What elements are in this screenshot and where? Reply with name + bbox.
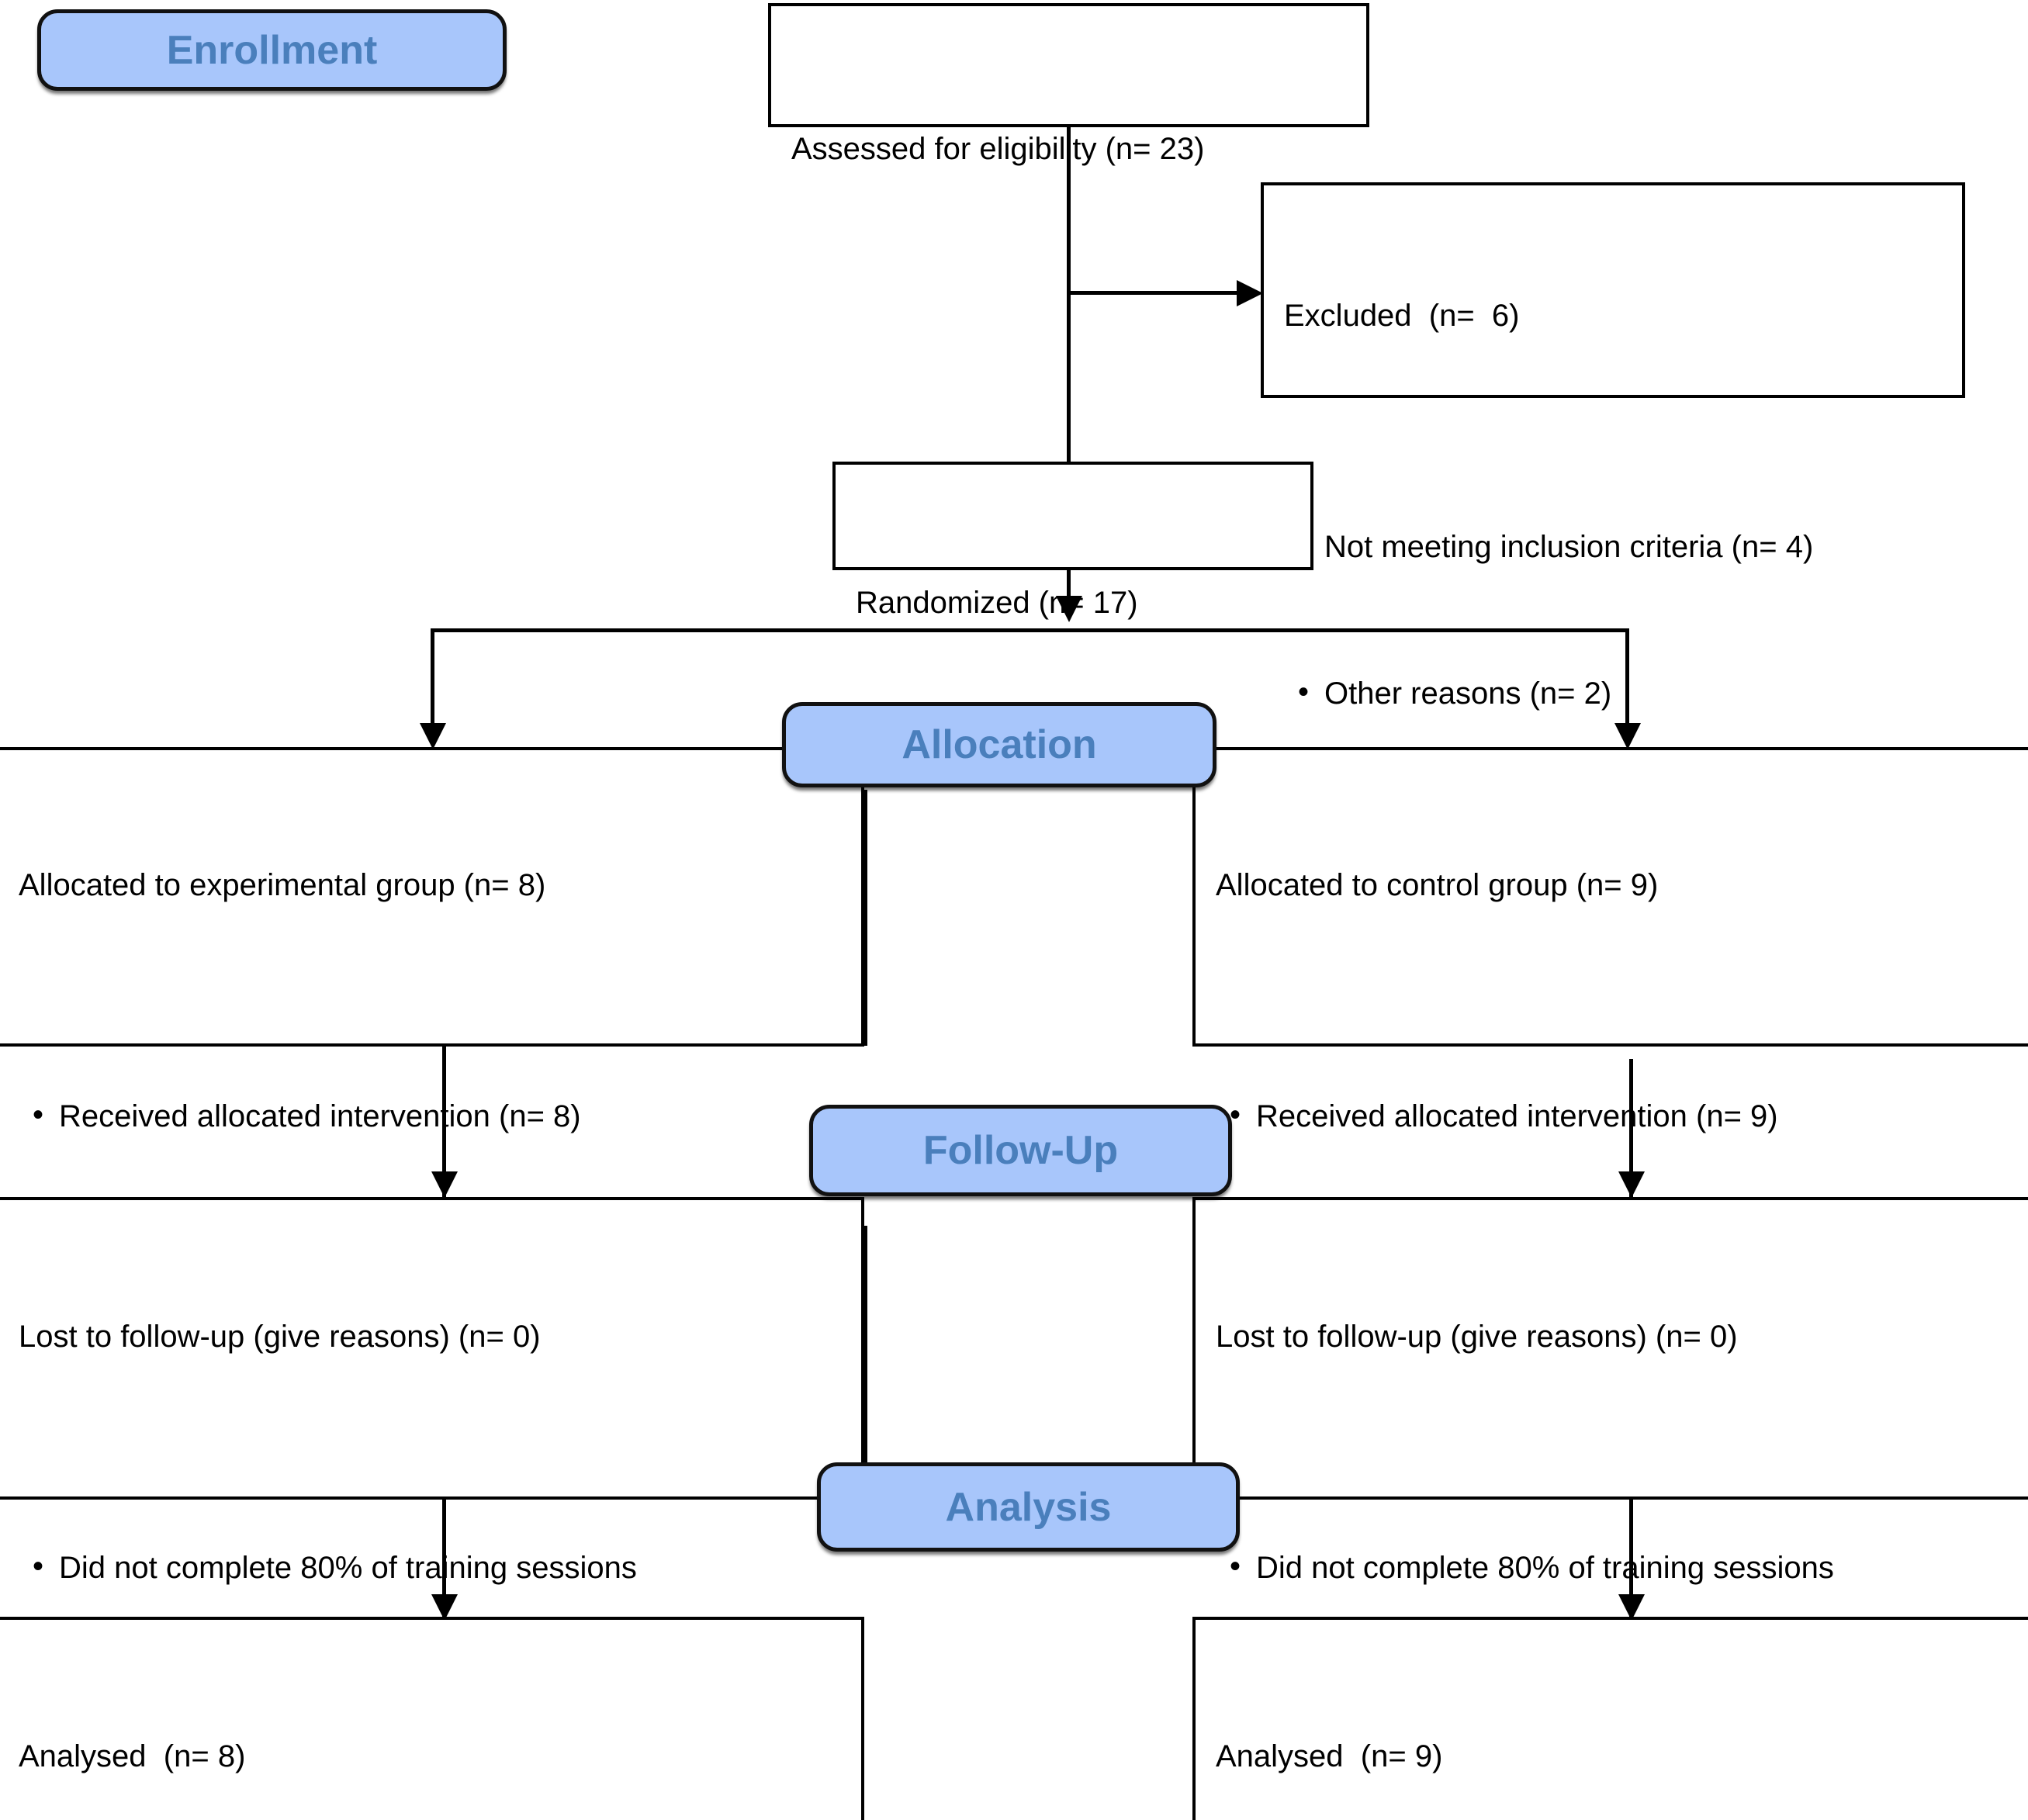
box-analysed-experimental: Analysed (n= 8) Excluded from analysis (…: [0, 1617, 864, 1820]
allocated-experimental-title: Allocated to experimental group (n= 8): [19, 867, 546, 902]
stage-badge-allocation: Allocation: [782, 702, 1216, 787]
connector-randomized-down: [1067, 566, 1071, 613]
connector-assessed-to-randomized: [1067, 124, 1071, 481]
stage-label-followup: Follow-Up: [922, 1128, 1119, 1173]
arrow-to-excluded: [1237, 280, 1263, 306]
analysed-control-title: Analysed (n= 9): [1216, 1739, 1443, 1773]
box-assessed-for-eligibility: Assessed for eligibility (n= 23): [768, 3, 1369, 166]
allocated-control-title: Allocated to control group (n= 9): [1216, 867, 1659, 902]
box-randomized: Randomized (n= 17): [832, 462, 1313, 620]
followup-control-title: Lost to follow-up (give reasons) (n= 0): [1216, 1319, 1738, 1354]
list-item: Received allocated intervention (n= 8): [33, 1092, 841, 1139]
box-analysed-control: Analysed (n= 9) Excluded from analysis (…: [1192, 1617, 2028, 1820]
excluded-title: Excluded (n= 6): [1284, 298, 1520, 333]
randomized-title: Randomized (n= 17): [856, 585, 1138, 620]
stage-badge-followup: Follow-Up: [809, 1105, 1232, 1196]
arrow-allocation-left: [420, 723, 446, 749]
list-item: Not meeting inclusion criteria (n= 4): [1298, 523, 1942, 569]
arrow-allocation-right: [1614, 723, 1641, 749]
stage-label-enrollment: Enrollment: [166, 27, 378, 73]
followup-experimental-bullet-list: Did not complete 80% of training session…: [19, 1455, 841, 1681]
stage-label-analysis: Analysis: [945, 1484, 1112, 1530]
arrow-analysed-left: [431, 1594, 458, 1621]
list-item: Received allocated intervention (n= 9): [1230, 1092, 2009, 1139]
arrow-followup-right: [1618, 1171, 1645, 1198]
arrow-analysed-right: [1618, 1594, 1645, 1621]
analysed-experimental-title: Analysed (n= 8): [19, 1739, 246, 1773]
followup-experimental-title: Lost to follow-up (give reasons) (n= 0): [19, 1319, 541, 1354]
connector-spine-followup: [863, 1226, 867, 1474]
box-allocated-experimental: Allocated to experimental group (n= 8) R…: [0, 747, 864, 1325]
box-followup-control: Lost to follow-up (give reasons) (n= 0) …: [1192, 1197, 2028, 1590]
assessed-title: Assessed for eligibility (n= 23): [791, 131, 1205, 166]
stage-badge-analysis: Analysis: [817, 1462, 1240, 1552]
box-followup-experimental: Lost to follow-up (give reasons) (n= 0) …: [0, 1197, 864, 1590]
box-excluded: Excluded (n= 6) Not meeting inclusion cr…: [1261, 182, 1965, 715]
list-item: Did not complete 80% of training session…: [33, 1544, 841, 1590]
list-item: Did not complete 80% of training session…: [1230, 1544, 2009, 1590]
list-item: Other reasons (n= 2): [1298, 670, 1942, 716]
arrow-followup-left: [431, 1171, 458, 1198]
connector-split-left-down: [431, 628, 434, 745]
stage-label-allocation: Allocation: [902, 722, 1097, 767]
connector-to-excluded: [1067, 291, 1249, 295]
box-allocated-control: Allocated to control group (n= 9) Receiv…: [1192, 747, 2028, 1325]
arrow-randomized-down: [1056, 596, 1082, 622]
followup-control-bullet-list: Did not complete 80% of training session…: [1216, 1455, 2009, 1681]
connector-split-bar: [431, 628, 1629, 632]
stage-badge-enrollment: Enrollment: [37, 9, 507, 91]
connector-spine-allocation: [863, 790, 867, 1046]
